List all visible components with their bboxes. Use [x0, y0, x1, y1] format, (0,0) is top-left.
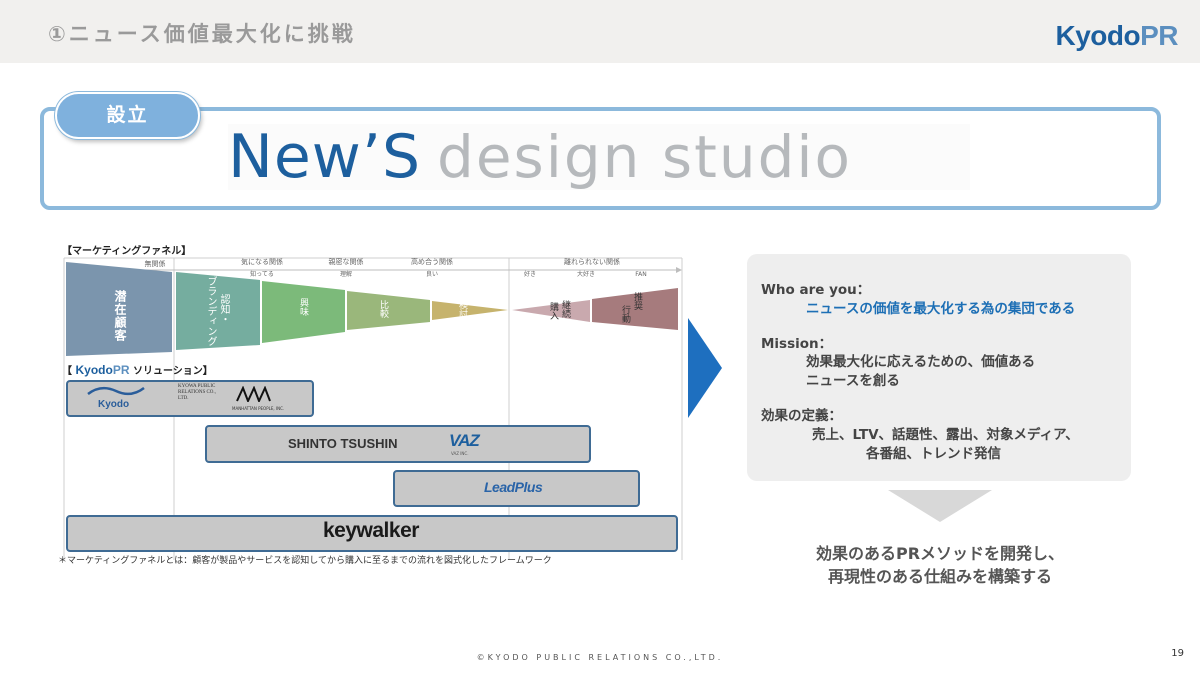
- solutions-label: 【 KyodoPR ソリューション】: [62, 362, 213, 377]
- slide-title: ①ニュース価値最大化に挑戦: [48, 22, 356, 46]
- funnel-seg-awareness: [176, 272, 260, 350]
- relation-curious: 気になる関係: [241, 257, 283, 266]
- solution-bar-leadplus: [393, 470, 640, 507]
- seg-label-purchase: 購入: [548, 302, 558, 320]
- solution-bar-keywalker: [66, 515, 678, 552]
- page-number: 19: [1171, 648, 1184, 659]
- seg-label-latent: 潜在顧客: [113, 290, 127, 342]
- funnel-seg-consider: [432, 301, 508, 320]
- relation-mutual: 高め合う関係: [411, 257, 453, 266]
- kyodo-pr-logo: KyodoPR: [1055, 20, 1178, 52]
- mission-line2: ニュースを創る: [806, 373, 900, 389]
- level-know: 知ってる: [250, 270, 274, 278]
- kyodo-wave-icon: [87, 386, 145, 396]
- funnel-seg-purchase: [512, 300, 590, 322]
- level-like: 好き: [524, 270, 536, 278]
- mission-line1: 効果最大化に応えるための、価値ある: [806, 354, 1036, 370]
- who-label: Who are you：: [761, 282, 871, 298]
- relation-close: 親密な関係: [329, 257, 364, 266]
- definition-line2: 各番組、トレンド発信: [866, 446, 1001, 462]
- manhattan-brand: MANHATTAN PEOPLE, INC.: [232, 406, 285, 411]
- definition-line1: 売上、LTV、話題性、露出、対象メディア、: [812, 427, 1079, 443]
- funnel-axis-arrowhead: [676, 267, 682, 273]
- level-love: 大好き: [577, 270, 595, 278]
- relation-inseparable: 離れられない関係: [564, 257, 620, 266]
- level-fan: FAN: [635, 271, 647, 278]
- funnel-footnote: ＊マーケティングファネルとは：顧客が製品やサービスを認知してから購入に至るまでの…: [58, 556, 552, 566]
- mission-label: Mission：: [761, 336, 833, 352]
- keywalker-brand: keywalker: [323, 519, 419, 542]
- vaz-sub: VAZ INC.: [451, 451, 469, 456]
- definition-label: 効果の定義：: [761, 408, 842, 424]
- logo-pr: PR: [1140, 20, 1178, 51]
- studio-name-design-studio: design studio: [437, 123, 853, 191]
- seg-label-recommend: 推奨: [632, 292, 642, 310]
- vaz-brand: VAZ: [449, 431, 480, 450]
- kyodo-brand: Kyodo: [98, 399, 130, 410]
- manhattan-logo-icon: [236, 386, 271, 402]
- kyowa-brand: KYOWA PUBLIC RELATIONS CO., LTD.: [178, 384, 216, 401]
- seg-label-interest: 興味: [298, 298, 308, 316]
- right-arrow-icon: [688, 318, 722, 418]
- seg-label-consider: 検討: [457, 300, 467, 318]
- funnel-label: 【マーケティングファネル】: [62, 246, 192, 257]
- leadplus-brand: LeadPlus: [484, 479, 543, 495]
- seg-label-awareness: 認知・: [218, 294, 229, 324]
- level-understand: 理解: [340, 270, 352, 278]
- solutions-label-kyodo: Kyodo: [75, 363, 113, 377]
- copyright: ©KYODO PUBLIC RELATIONS CO.,LTD.: [476, 653, 724, 662]
- shinto-brand: SHINTO TSUSHIN: [288, 436, 398, 451]
- solutions-label-pr: PR: [112, 363, 130, 377]
- down-arrow-icon: [888, 490, 992, 522]
- who-text: ニュースの価値を最大化する為の集団である: [806, 301, 1076, 317]
- info-box: [747, 254, 1131, 481]
- funnel-seg-latent: [66, 262, 172, 356]
- level-good: 良い: [426, 270, 438, 278]
- conclusion-line2: 再現性のある仕組みを構築する: [827, 567, 1052, 586]
- establishment-badge: 設立: [55, 92, 200, 139]
- conclusion: 効果のあるPRメソッドを開発し、 再現性のある仕組みを構築する: [780, 542, 1100, 588]
- funnel-seg-compare: [347, 291, 430, 330]
- header-bar: [0, 0, 1200, 63]
- relation-none: 無関係: [145, 259, 166, 268]
- solution-bar-shinto-vaz: [205, 425, 591, 463]
- funnel-seg-interest: [262, 281, 345, 343]
- logo-kyodo: Kyodo: [1055, 20, 1141, 51]
- funnel-seg-recommend: [592, 288, 678, 330]
- seg-label-action: 行動: [620, 305, 630, 323]
- solutions-label-post: ソリューション】: [129, 366, 213, 377]
- solutions-label-pre: 【: [62, 366, 76, 377]
- studio-name-news: New’S: [228, 122, 422, 192]
- seg-label-branding: ブランディング: [205, 276, 216, 346]
- seg-label-continue: 継続: [560, 300, 570, 318]
- solution-bar-kyodo-group: [66, 380, 314, 417]
- conclusion-line1: 効果のあるPRメソッドを開発し、: [815, 544, 1065, 563]
- seg-label-compare: 比較: [378, 300, 388, 318]
